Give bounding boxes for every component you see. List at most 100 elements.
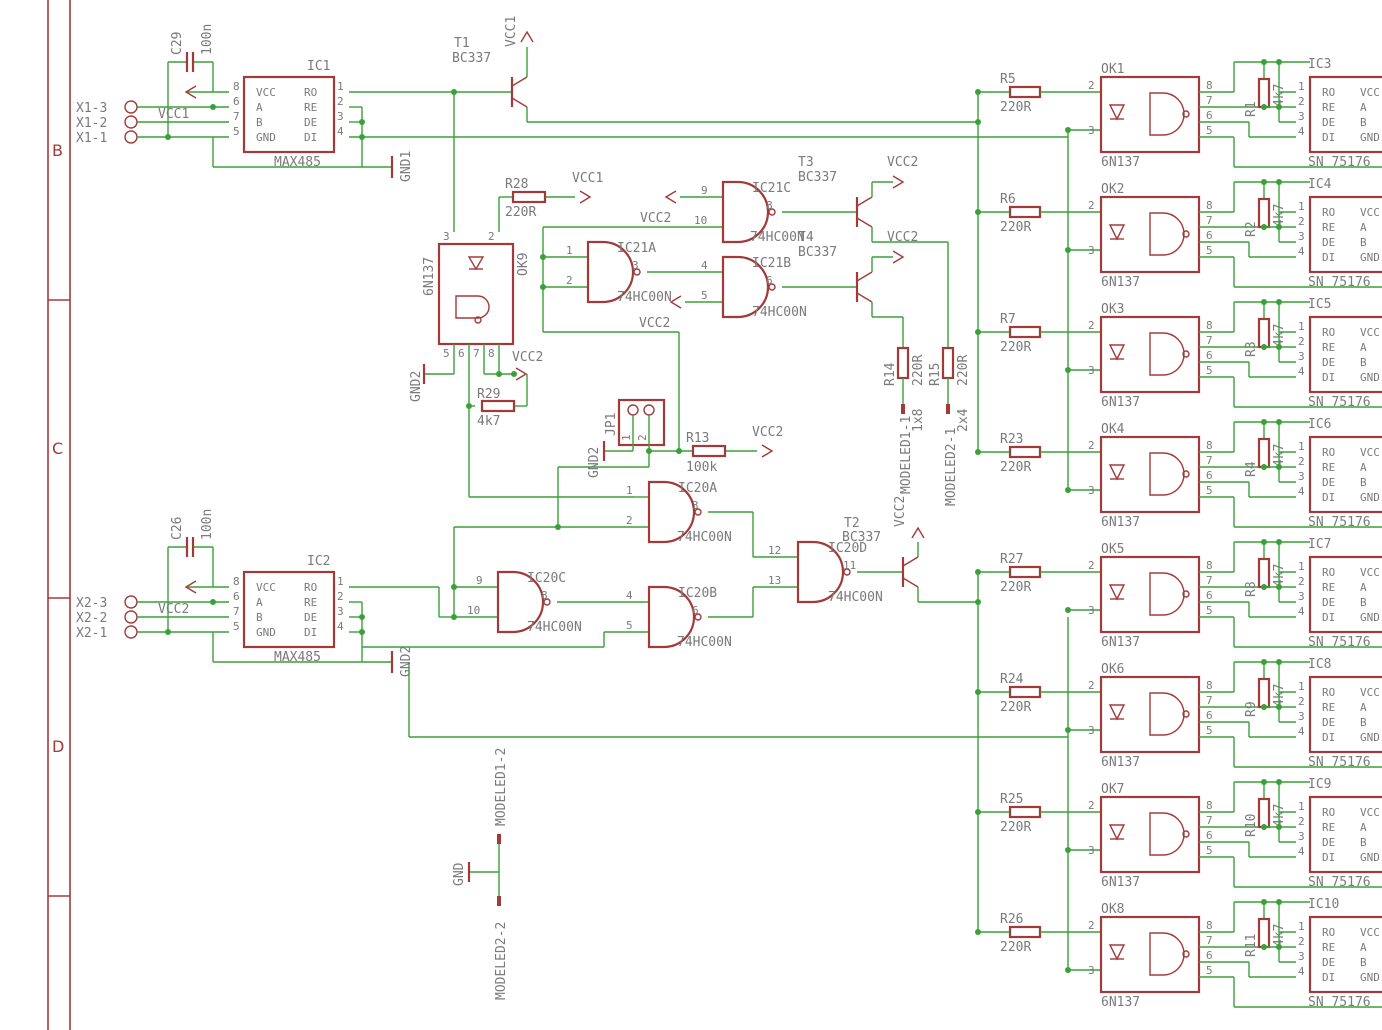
optocoupler-body	[1099, 195, 1201, 274]
svg-text:A: A	[256, 596, 263, 609]
resistor-body	[1008, 325, 1042, 339]
resistor-name: R27	[1000, 552, 1023, 567]
gate-wires-top	[542, 196, 857, 451]
svg-text:3: 3	[337, 605, 344, 618]
resistor-body	[1008, 805, 1042, 819]
res-name: R13	[686, 431, 709, 446]
pin-number: 6	[1206, 709, 1213, 722]
transceiver-pin: DI	[1322, 851, 1335, 864]
transceiver-pin: B	[1360, 236, 1367, 249]
transceiver-pin: RE	[1322, 821, 1335, 834]
optocoupler-name: OK1	[1101, 62, 1124, 77]
pin-number: 7	[1206, 814, 1213, 827]
transceiver-pin: DI	[1322, 971, 1335, 984]
transceiver-pin: B	[1360, 956, 1367, 969]
svg-text:2: 2	[636, 434, 649, 441]
junction	[975, 449, 981, 455]
transceiver-pin: RE	[1322, 101, 1335, 114]
gate-value: 74HC00N	[677, 635, 732, 650]
transceiver-pin: RO	[1322, 806, 1335, 819]
supply-gnd1: GND1	[390, 151, 414, 182]
res-value: 220R	[911, 355, 926, 386]
transceiver-body	[1308, 555, 1382, 634]
resistor-name: R10	[1244, 814, 1259, 837]
pin-number: 2	[1298, 575, 1305, 588]
transceiver-pin: DE	[1322, 116, 1335, 129]
transceiver-body	[1308, 195, 1382, 274]
junction	[975, 209, 981, 215]
pin-number: 2	[1298, 215, 1305, 228]
junction	[1065, 847, 1071, 853]
pin-number: 2	[1088, 679, 1095, 692]
svg-text:3: 3	[692, 499, 699, 512]
resistor-body	[1257, 917, 1271, 949]
svg-text:6: 6	[233, 95, 240, 108]
cap-name: C26	[170, 517, 185, 540]
pin-number: 7	[1206, 934, 1213, 947]
resistor-r28: R28 220R VCC1	[505, 171, 603, 220]
pin-number: 1	[1298, 320, 1305, 333]
pin-number: 6	[1206, 349, 1213, 362]
gate-name: IC20B	[678, 586, 717, 601]
pin-number: 3	[1088, 364, 1095, 377]
resistor-value: 220R	[1000, 340, 1031, 355]
svg-text:VCC: VCC	[256, 581, 276, 594]
transceiver-value: SN 75176	[1308, 995, 1371, 1010]
transceiver-value: SN 75176	[1308, 155, 1371, 170]
nand-gate-ic21c: IC21C 74HC00N 9 10 8	[694, 180, 805, 245]
resistor-value: 220R	[1000, 460, 1031, 475]
ic-value: MAX485	[274, 650, 321, 665]
junction	[975, 329, 981, 335]
transistor-value: BC337	[842, 530, 881, 545]
svg-text:5: 5	[443, 347, 450, 360]
gate-icon	[1149, 932, 1185, 976]
svg-text:DI: DI	[304, 626, 317, 639]
led-icon	[1108, 464, 1126, 481]
transceiver-name: IC8	[1308, 657, 1331, 672]
transceiver-pin: RE	[1322, 941, 1335, 954]
gate-icon	[1149, 332, 1185, 376]
svg-text:4: 4	[626, 589, 633, 602]
pin-number: 2	[1088, 439, 1095, 452]
svg-text:2: 2	[337, 590, 344, 603]
svg-text:8: 8	[766, 199, 773, 212]
optocoupler-value: 6N137	[1101, 155, 1140, 170]
svg-text:7: 7	[233, 110, 240, 123]
wires-ok9	[424, 196, 634, 498]
connector-label: X2-2	[76, 611, 107, 626]
transceiver-pin: RO	[1322, 206, 1335, 219]
res-name: R15	[928, 363, 943, 386]
transceiver-body	[1308, 435, 1382, 514]
wires-jumper	[557, 450, 757, 527]
svg-text:8: 8	[488, 347, 495, 360]
pin-number: 3	[1088, 244, 1095, 257]
pin-number: 6	[1206, 469, 1213, 482]
svg-text:6: 6	[458, 347, 465, 360]
ic-name: IC2	[307, 554, 330, 569]
svg-text:8: 8	[541, 589, 548, 602]
transceiver-pin: B	[1360, 836, 1367, 849]
resistor-r13: R13 100k VCC2	[686, 425, 783, 475]
optocoupler-body	[1099, 915, 1201, 994]
pin-number: 3	[1298, 110, 1305, 123]
optocoupler-value: 6N137	[1101, 275, 1140, 290]
pin-number: 8	[1206, 439, 1213, 452]
pin-number: 2	[1298, 935, 1305, 948]
junction	[1065, 607, 1071, 613]
gate-icon	[1182, 110, 1190, 118]
transceiver-pin: DI	[1322, 371, 1335, 384]
transceiver-name: IC9	[1308, 777, 1331, 792]
svg-text:3: 3	[443, 230, 450, 243]
supply-label: VCC2	[887, 155, 918, 170]
resistor-body	[1257, 317, 1271, 349]
connector-label: X2-1	[76, 626, 107, 641]
pin-number: 4	[1298, 605, 1305, 618]
optocoupler-body	[1099, 675, 1201, 754]
optocoupler-ok9: OK9 6N137 3 2 5 6 7 8	[422, 230, 531, 360]
resistor-body	[1008, 685, 1042, 699]
pin-number: 2	[1088, 199, 1095, 212]
supply-label: VCC2	[158, 602, 189, 617]
gate-name: IC21C	[752, 181, 791, 196]
transceiver-pin: DI	[1322, 731, 1335, 744]
